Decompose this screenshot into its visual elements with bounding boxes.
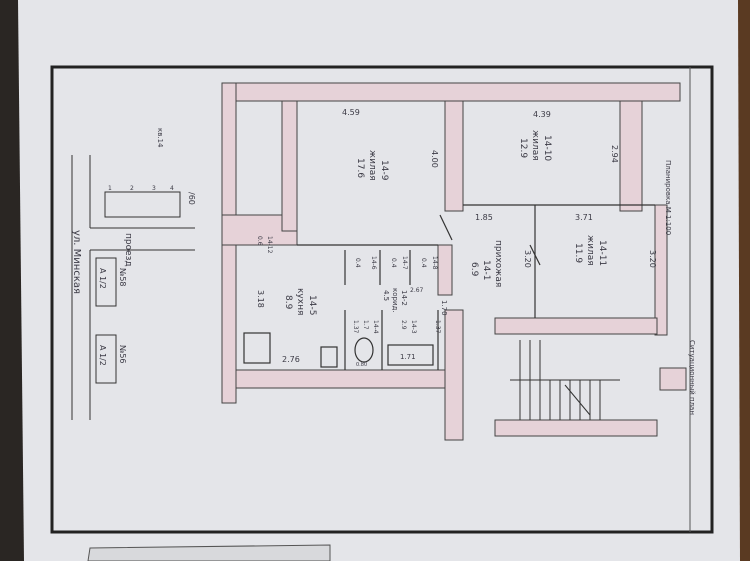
building-number: /60 [187, 192, 196, 205]
entrance-2: 2 [130, 185, 134, 192]
stairwell [510, 340, 620, 420]
entrance-4: 4 [170, 185, 174, 192]
neighbor-56-number: №56 [118, 345, 127, 364]
apartment-label: кв.14 [156, 128, 164, 148]
neighbor-58-label: А 1/2 [98, 268, 107, 289]
room-dim: 4.39 [533, 110, 551, 119]
room-id: 14-10 [542, 135, 552, 161]
room-area: 0.4 [354, 258, 361, 268]
room-id: 14-8 [431, 256, 438, 270]
room-14-11: 14-11 жилая 11.9 3.71 3.20 [573, 213, 657, 268]
room-area: 1.7 [362, 320, 369, 330]
room-dim: 3.20 [523, 250, 532, 268]
room-area: 0.6 [256, 236, 263, 246]
document-title: Планировка М 1:100 [664, 160, 672, 235]
room-id: 14-3 [410, 320, 417, 334]
room-dim: 2.94 [610, 145, 619, 163]
room-dim: 2.67 [410, 287, 424, 294]
room-dim: 3.20 [648, 250, 657, 268]
room-area: 0.4 [390, 258, 397, 268]
room-id: 14-5 [307, 295, 317, 315]
room-type: корид. [391, 288, 399, 313]
room-dim: 1.85 [475, 213, 493, 222]
room-area: 12.9 [518, 138, 528, 158]
interior-lines [243, 204, 655, 370]
room-area: 17.6 [355, 158, 365, 178]
neighbor-58-number: №58 [118, 268, 127, 287]
site-plan-title: Ситуационный план [688, 340, 696, 415]
room-area: 11.9 [573, 243, 583, 263]
room-dim: 1.37 [352, 320, 359, 334]
room-type: жилая [530, 130, 540, 161]
room-dim: 3.18 [256, 290, 265, 308]
room-id: 14-11 [597, 240, 607, 266]
site-plan-lines [71, 155, 195, 420]
room-dim: 4.00 [430, 150, 439, 168]
room-id: 14-2 [400, 290, 408, 306]
room-id: 14-4 [372, 320, 379, 334]
walls [221, 82, 687, 441]
room-id: 14-12 [266, 236, 273, 254]
room-14-4: 14-4 1.7 1.37 0.80 [352, 320, 379, 368]
room-dim: 1.37 [434, 320, 441, 334]
neighbor-56-label: А 1/2 [98, 345, 107, 366]
room-id: 14-7 [401, 256, 408, 270]
room-id: 14-1 [481, 260, 491, 280]
room-dim: 2.76 [282, 355, 300, 364]
entrance-1: 1 [108, 185, 112, 192]
room-14-2: 14-2 корид. 4.5 2.67 1.70 [382, 287, 448, 316]
room-type: жилая [367, 150, 377, 181]
room-dim: 0.80 [356, 362, 367, 368]
room-14-1: 14-1 прихожая 6.9 1.85 3.20 [469, 213, 532, 287]
room-area: 4.5 [382, 290, 390, 301]
closets: 14-6 0.4 14-7 0.4 14-8 0.4 14-12 0.6 [256, 236, 438, 270]
room-dim: 1.70 [440, 300, 448, 316]
room-area: 8.9 [283, 295, 293, 310]
drawing-frame [50, 65, 714, 534]
room-dim: 3.71 [575, 213, 593, 222]
street-name: ул. Минская [71, 230, 82, 294]
entrance-3: 3 [152, 185, 156, 192]
room-dim: 1.71 [400, 353, 416, 361]
room-area: 2.9 [400, 320, 407, 330]
room-area: 6.9 [469, 262, 479, 277]
room-14-5: 14-5 кухня 8.9 3.18 2.76 [256, 288, 317, 364]
room-dim: 4.59 [342, 108, 360, 117]
room-14-9: 14-9 жилая 17.6 4.59 4.00 [342, 108, 439, 181]
room-id: 14-9 [379, 160, 389, 181]
room-14-10: 14-10 жилая 12.9 4.39 2.94 [518, 110, 619, 163]
room-id: 14-6 [370, 256, 377, 270]
room-14-3: 14-3 2.9 1.37 1.71 [400, 320, 441, 361]
driveway-label: проезд [123, 233, 133, 267]
room-type: жилая [585, 235, 595, 266]
second-sheet [87, 544, 331, 561]
room-type: прихожая [493, 240, 503, 287]
room-area: 0.4 [420, 258, 427, 268]
room-type: кухня [295, 288, 305, 315]
